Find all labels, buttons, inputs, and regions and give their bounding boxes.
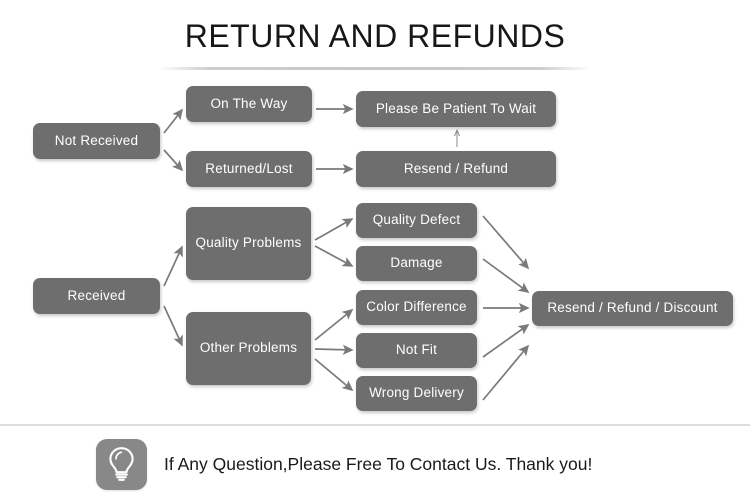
node-color-difference[interactable]: Color Difference bbox=[356, 290, 477, 325]
node-resend-refund-discount[interactable]: Resend / Refund / Discount bbox=[532, 291, 733, 326]
connector-other-problems-wrong-delivery bbox=[314, 358, 354, 392]
connector-received-other-problems bbox=[163, 305, 183, 347]
node-on-the-way[interactable]: On The Way bbox=[186, 86, 312, 122]
node-damage[interactable]: Damage bbox=[356, 246, 477, 281]
footer-divider bbox=[0, 424, 750, 426]
connector-quality-problems-quality-defect bbox=[314, 218, 354, 241]
node-quality-problems[interactable]: Quality Problems bbox=[186, 207, 311, 280]
footer-contact-banner: If Any Question,Please Free To Contact U… bbox=[96, 437, 592, 491]
page-title: RETURN AND REFUNDS bbox=[184, 18, 566, 54]
node-quality-defect[interactable]: Quality Defect bbox=[356, 203, 477, 238]
connector-quality-defect-final bbox=[482, 215, 530, 270]
title-divider bbox=[158, 67, 592, 70]
connector-received-quality-problems bbox=[163, 245, 183, 287]
connector-other-problems-color-difference bbox=[314, 308, 354, 341]
connector-other-problems-not-fit bbox=[314, 344, 354, 355]
node-other-problems[interactable]: Other Problems bbox=[186, 312, 311, 385]
connector-not-received-returned-lost bbox=[163, 149, 184, 172]
connector-damage-final bbox=[482, 258, 530, 294]
node-resend-refund[interactable]: Resend / Refund bbox=[356, 151, 556, 187]
footer-contact-text: If Any Question,Please Free To Contact U… bbox=[164, 453, 593, 474]
node-returned-lost[interactable]: Returned/Lost bbox=[186, 151, 312, 187]
connector-quality-problems-damage bbox=[314, 245, 354, 267]
connector-wrong-delivery-final bbox=[482, 344, 530, 401]
node-not-received[interactable]: Not Received bbox=[33, 123, 160, 159]
connector-not-fit-final bbox=[482, 324, 530, 358]
connector-not-received-on-the-way bbox=[163, 108, 184, 134]
node-wrong-delivery[interactable]: Wrong Delivery bbox=[356, 376, 477, 411]
node-not-fit[interactable]: Not Fit bbox=[356, 333, 477, 368]
node-please-be-patient-to-wait[interactable]: Please Be Patient To Wait bbox=[356, 91, 556, 127]
lightbulb-icon bbox=[96, 438, 147, 490]
node-received[interactable]: Received bbox=[33, 278, 160, 314]
